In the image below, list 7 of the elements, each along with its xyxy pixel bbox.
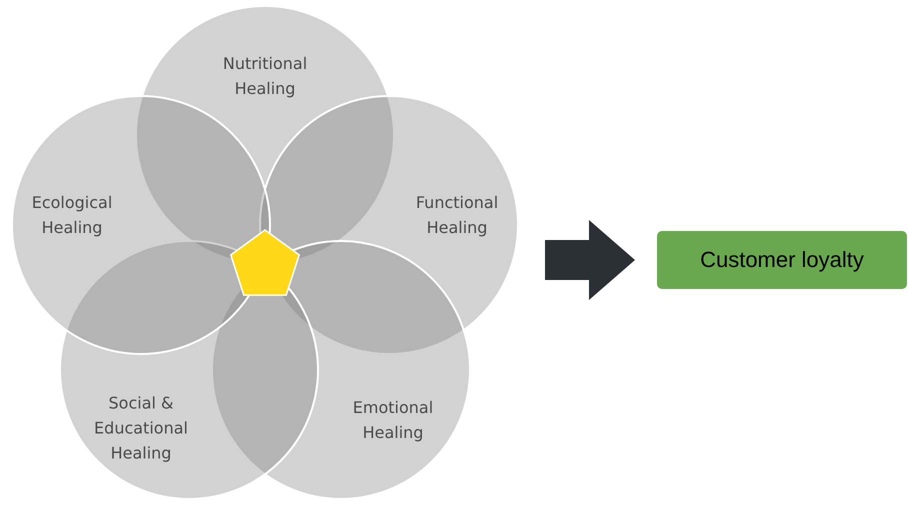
block-arrow <box>545 220 635 300</box>
circle-label: Ecological Healing <box>30 192 114 239</box>
result-box: Customer loyalty <box>657 231 907 289</box>
circle-label: Social & Educational Healing <box>93 392 189 464</box>
circle-label: Nutritional Healing <box>222 53 308 100</box>
circle-label: Emotional Healing <box>352 397 434 444</box>
circle-label: Functional Healing <box>414 192 500 239</box>
